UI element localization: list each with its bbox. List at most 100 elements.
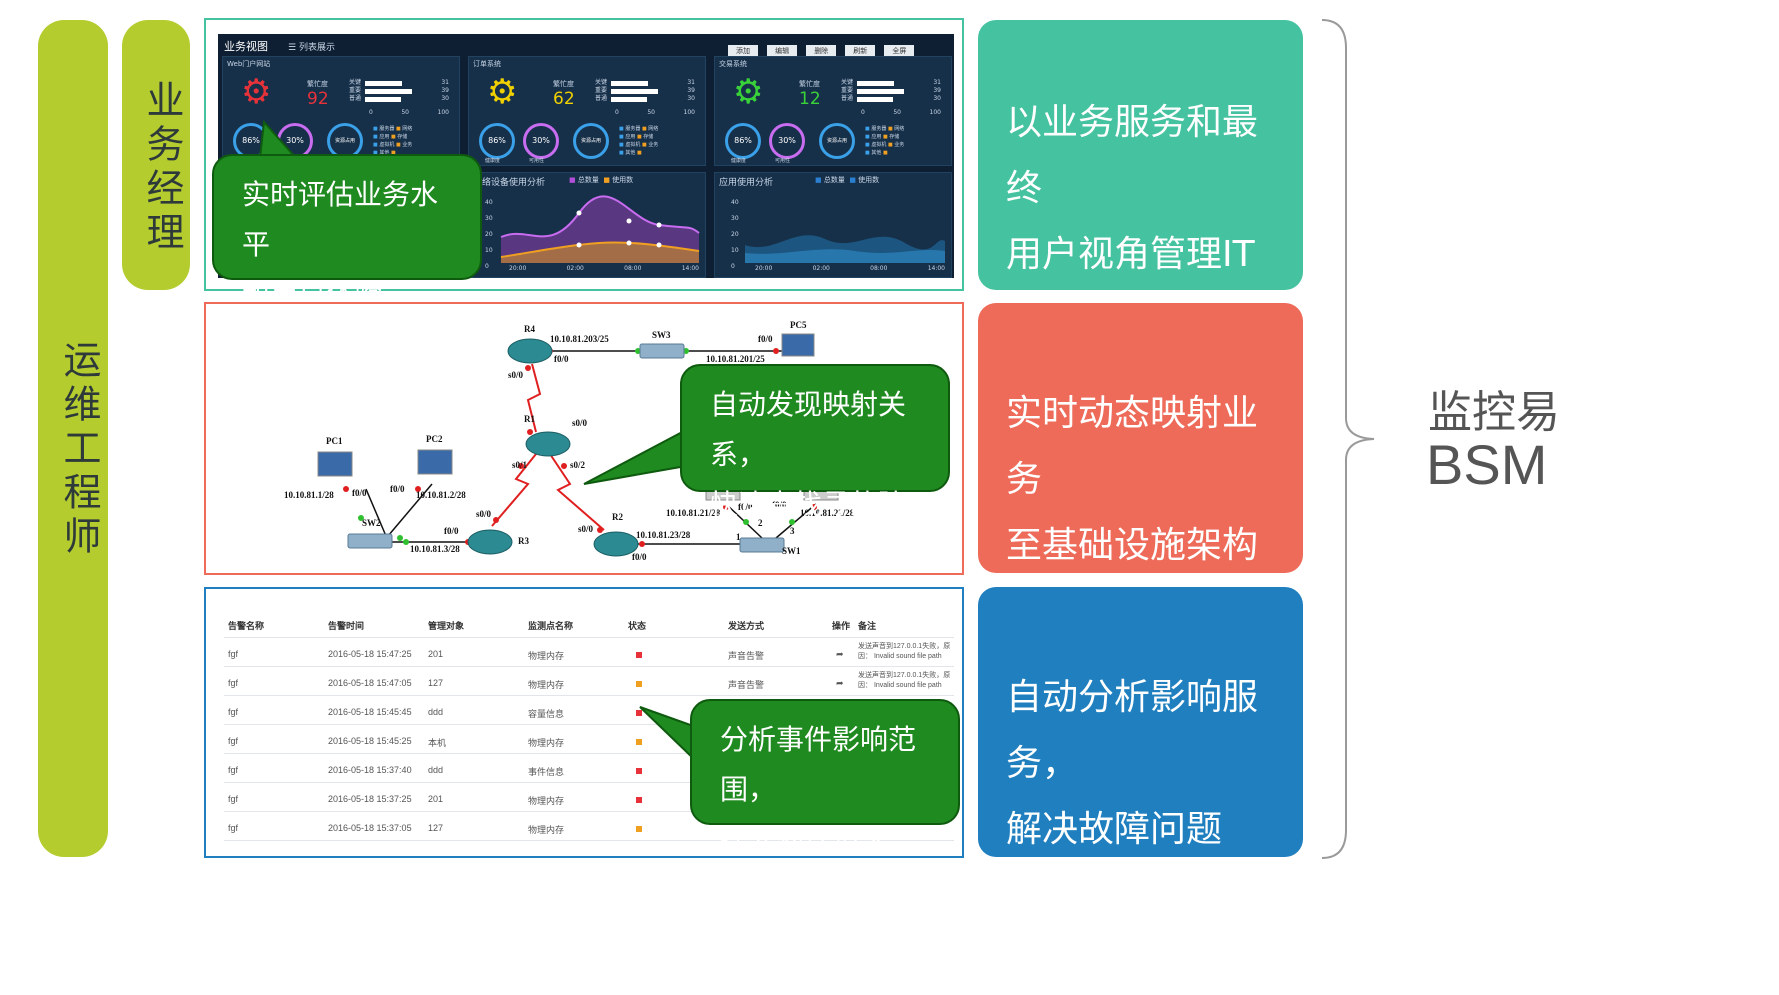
callout-impact-analysis: 分析事件影响范围， 提交处理请求 xyxy=(690,699,960,856)
severity-value: 30 xyxy=(441,95,449,102)
toolbar-fullscreen-button[interactable]: 全屏 xyxy=(884,45,915,57)
topology-label: f0/0 xyxy=(352,488,367,498)
topology-label: R1 xyxy=(524,414,535,424)
legend-item: 应用 xyxy=(871,134,882,140)
brand-name: 监控易 xyxy=(1428,387,1560,438)
alarm-column-header[interactable]: 状态 xyxy=(628,621,647,631)
alarm-point: 容量信息 xyxy=(528,709,565,719)
health-label: 健康度 xyxy=(485,158,501,164)
alarm-row[interactable]: fgf 2016-05-18 15:47:25 201 物理内存 声音告警 ➦ … xyxy=(224,638,954,667)
system-name: 订单系统 xyxy=(473,60,501,68)
alarm-row[interactable]: fgf 2016-05-18 15:37:40 ddd 事件信息 xyxy=(224,754,954,783)
availability-value: 30% xyxy=(532,136,550,145)
topology-label: R2 xyxy=(612,512,623,522)
legend-item: 业务 xyxy=(402,142,413,148)
bar-axis-tick: 0 xyxy=(369,109,373,116)
alarm-action-icon[interactable]: ➦ xyxy=(836,649,844,659)
alarm-action-icon[interactable]: ➦ xyxy=(836,678,844,688)
chart1-legend-used: 使用数 xyxy=(612,176,634,184)
toolbar-refresh-button[interactable]: 刷新 xyxy=(845,45,876,57)
alarm-time: 2016-05-18 15:47:05 xyxy=(328,678,412,688)
alarm-point: 物理内存 xyxy=(528,651,565,661)
alarm-object: ddd xyxy=(428,707,444,717)
alarm-object: 本机 xyxy=(428,738,447,748)
alarm-column-header[interactable]: 管理对象 xyxy=(428,621,465,631)
alarm-column-header[interactable]: 操作 xyxy=(832,621,851,631)
topology-label: 10.10.81.21/28 xyxy=(666,508,721,518)
alarm-row[interactable]: fgf 2016-05-18 15:47:05 127 物理内存 声音告警 ➦ … xyxy=(224,667,954,696)
list-view-toggle[interactable]: ☰ 列表展示 xyxy=(288,43,335,53)
severity-value: 31 xyxy=(687,79,695,86)
topology-label: 10.10.81.201/25 xyxy=(706,354,765,364)
resource-gauge: 资源占用 xyxy=(819,123,855,159)
alarm-column-header[interactable]: 发送方式 xyxy=(728,621,765,631)
alarm-column-header[interactable]: 备注 xyxy=(858,621,877,631)
legend-item: 业务 xyxy=(894,142,905,148)
chart1-x-tick: 02:00 xyxy=(566,265,584,272)
alarm-column-header[interactable]: 告警时间 xyxy=(328,621,365,631)
bar-axis: 0 50 100 xyxy=(369,109,449,116)
chart2-x-tick: 14:00 xyxy=(927,265,945,272)
callout3-line2: 提交处理请求 xyxy=(720,823,889,856)
bar-axis-tick: 100 xyxy=(929,109,941,116)
bar-axis: 0 50 100 xyxy=(861,109,941,116)
dashboard-panel: 业务视图 ☰ 列表展示 添加 编辑 删除 刷新 全屏 Web门户网站 ⚙ 繁忙度… xyxy=(204,18,964,311)
alarm-time: 2016-05-18 15:37:40 xyxy=(328,765,412,775)
alarm-column-header[interactable]: 监测点名称 xyxy=(528,621,574,631)
bar-axis-tick: 50 xyxy=(893,109,901,116)
chart2-plot xyxy=(745,235,945,263)
topology-label: PC2 xyxy=(426,434,443,444)
severity-value: 39 xyxy=(933,87,941,94)
alarm-time: 2016-05-18 15:37:05 xyxy=(328,823,412,833)
health-label: 健康度 xyxy=(731,158,747,164)
dashboard-toolbar: 添加 编辑 删除 刷新 全屏 xyxy=(728,38,915,57)
bar-axis-tick: 0 xyxy=(861,109,865,116)
alarm-row[interactable]: fgf 2016-05-18 15:45:45 ddd 容量信息 xyxy=(224,696,954,725)
legend-item: 网络 xyxy=(402,126,413,132)
callout2-line2: 快速查找寻故障 xyxy=(710,488,907,521)
status-indicator xyxy=(636,679,642,689)
health-gauge: 86% xyxy=(725,123,761,159)
alarm-row[interactable]: fgf 2016-05-18 15:45:25 本机 物理内存 xyxy=(224,725,954,754)
topology-label: PC5 xyxy=(790,320,807,330)
bar-axis-tick: 100 xyxy=(683,109,695,116)
alarm-send-method: 声音告警 xyxy=(728,680,765,690)
resource-label: 资源占用 xyxy=(580,138,601,144)
gear-icon: ⚙ xyxy=(733,72,764,112)
legend-item: 业务 xyxy=(648,142,659,148)
topology-label: s0/0 xyxy=(572,418,588,428)
resource-label: 资源占用 xyxy=(826,138,847,144)
toolbar-edit-button[interactable]: 编辑 xyxy=(767,45,798,57)
topology-label: f0/0 xyxy=(758,334,773,344)
chart2-legend-total: 总数量 xyxy=(823,176,845,184)
network-topology xyxy=(317,333,839,557)
topology-label: 10.10.81.203/25 xyxy=(550,334,609,344)
alarm-column-header[interactable]: 告警名称 xyxy=(228,621,265,631)
severity-label: 关键 xyxy=(841,79,854,86)
topology-label: f0/0 xyxy=(772,500,787,510)
alarm-note-line1: 发送声音到127.0.0.1失败，原 xyxy=(858,643,951,650)
chart1-y-tick: 30 xyxy=(485,215,493,222)
topology-label: SW3 xyxy=(652,330,671,340)
alarm-row[interactable]: fgf 2016-05-18 15:37:25 201 物理内存 xyxy=(224,783,954,812)
resource-gauge: 资源占用 xyxy=(573,123,609,159)
toolbar-add-button[interactable]: 添加 xyxy=(728,45,758,57)
chart2-y-tick: 30 xyxy=(731,215,739,222)
topology-label: f0/0 xyxy=(738,502,753,512)
legend-item: 服务器 xyxy=(625,126,641,132)
alarm-name: fgf xyxy=(228,678,239,688)
ops-engineer-pill: 运维工程师 xyxy=(38,20,108,857)
card-dynamic-mapping: 实时动态映射业务 至基础设施架构 xyxy=(978,303,1303,573)
health-gauge: 86% xyxy=(479,123,515,159)
status-indicator xyxy=(636,708,642,718)
chart1-y-ticks: 40 30 20 10 0 xyxy=(485,195,493,275)
alarm-send-method: 声音告警 xyxy=(728,651,765,661)
toolbar-delete-button[interactable]: 删除 xyxy=(806,45,837,57)
legend-item: 服务器 xyxy=(379,126,395,132)
chart1-y-tick: 20 xyxy=(485,231,493,238)
bar-axis-tick: 50 xyxy=(647,109,655,116)
legend-item: 存储 xyxy=(889,134,900,140)
card-impact-analysis: 自动分析影响服务， 解决故障问题 xyxy=(978,587,1303,857)
